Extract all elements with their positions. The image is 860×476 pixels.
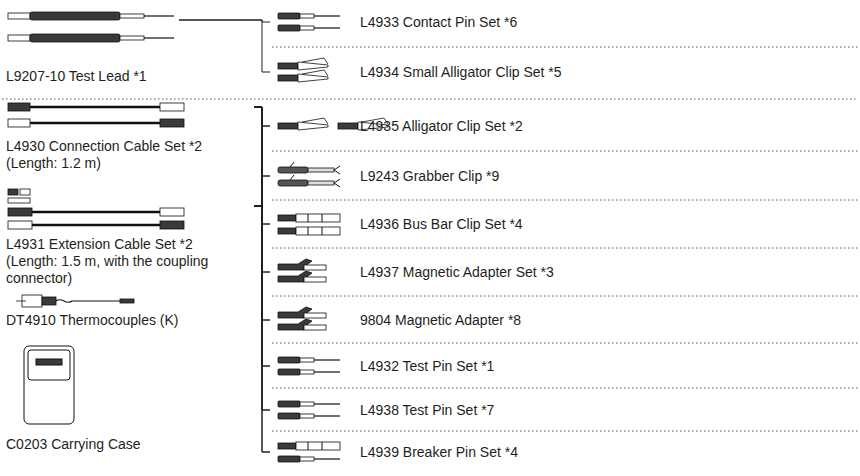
accessory-item: L4938 Test Pin Set *7 bbox=[270, 398, 498, 422]
item-label: L4931 Extension Cable Set *2 bbox=[6, 236, 250, 253]
test-pin bbox=[278, 369, 340, 375]
product-item: L4930 Connection Cable Set *2(Length: 1.… bbox=[4, 96, 254, 175]
item-label: L4930 Connection Cable Set *2 bbox=[6, 138, 250, 155]
breaker-pin bbox=[278, 442, 340, 450]
accessory-item: L4939 Breaker Pin Set *4 bbox=[270, 440, 522, 464]
breaker-pin bbox=[278, 456, 340, 462]
magnetic-adapter bbox=[278, 271, 326, 282]
bus-bar-clip bbox=[278, 227, 340, 235]
carrying-case bbox=[24, 346, 74, 424]
grabber-clip bbox=[278, 162, 340, 174]
test-lead bbox=[8, 34, 174, 42]
connector-line bbox=[254, 176, 270, 206]
product-item: L4931 Extension Cable Set *2(Length: 1.5… bbox=[4, 184, 254, 290]
accessory-item: L4936 Bus Bar Clip Set *4 bbox=[270, 212, 527, 236]
connector-line bbox=[179, 20, 270, 72]
accessory-item: L4932 Test Pin Set *1 bbox=[270, 354, 498, 378]
product-item: L9207-10 Test Lead *1 bbox=[4, 4, 179, 88]
connector-line bbox=[254, 206, 270, 452]
item-label: L4937 Magnetic Adapter Set *3 bbox=[360, 264, 554, 281]
item-label: L4934 Small Alligator Clip Set *5 bbox=[360, 64, 562, 81]
item-label: L4935 Alligator Clip Set *2 bbox=[360, 118, 523, 135]
contact-pin bbox=[278, 13, 340, 19]
test-pin bbox=[278, 413, 340, 419]
connection-cable bbox=[8, 103, 184, 127]
accessory-item: L4935 Alligator Clip Set *2 bbox=[270, 114, 527, 138]
accessory-item: L9243 Grabber Clip *9 bbox=[270, 164, 503, 188]
item-label: L4932 Test Pin Set *1 bbox=[360, 358, 494, 375]
extension-cable bbox=[8, 189, 184, 229]
accessory-item: L4934 Small Alligator Clip Set *5 bbox=[270, 60, 566, 84]
product-item: C0203 Carrying Case bbox=[4, 340, 224, 456]
item-label: (Length: 1.5 m, with the coupling connec… bbox=[6, 253, 250, 287]
contact-pin bbox=[278, 25, 340, 31]
magnetic-adapter bbox=[278, 307, 326, 318]
product-item: DT4910 Thermocouples (K) bbox=[4, 290, 224, 332]
alligator-clip bbox=[278, 118, 328, 130]
test-lead bbox=[8, 12, 174, 20]
item-label: C0203 Carrying Case bbox=[6, 436, 220, 453]
item-label: L4939 Breaker Pin Set *4 bbox=[360, 444, 518, 461]
thermocouple bbox=[16, 295, 134, 307]
item-label: DT4910 Thermocouples (K) bbox=[6, 312, 220, 329]
small-alligator-clip bbox=[278, 70, 328, 82]
item-label: L4933 Contact Pin Set *6 bbox=[360, 14, 517, 31]
test-pin bbox=[278, 401, 340, 407]
grabber-clip bbox=[278, 175, 340, 187]
small-alligator-clip bbox=[278, 58, 328, 70]
accessory-item: 9804 Magnetic Adapter *8 bbox=[270, 308, 525, 332]
connector-line bbox=[254, 107, 270, 452]
item-label: L9243 Grabber Clip *9 bbox=[360, 168, 499, 185]
test-pin bbox=[278, 357, 340, 363]
item-label: L4938 Test Pin Set *7 bbox=[360, 402, 494, 419]
item-label: (Length: 1.2 m) bbox=[6, 155, 250, 172]
magnetic-adapter bbox=[278, 259, 326, 270]
separator-lines bbox=[2, 47, 858, 431]
item-label: L4936 Bus Bar Clip Set *4 bbox=[360, 216, 523, 233]
accessory-item: L4937 Magnetic Adapter Set *3 bbox=[270, 260, 558, 284]
item-label: 9804 Magnetic Adapter *8 bbox=[360, 312, 521, 329]
magnetic-adapter bbox=[278, 319, 326, 330]
connector-line bbox=[254, 126, 270, 206]
bus-bar-clip bbox=[278, 214, 340, 222]
item-label: L9207-10 Test Lead *1 bbox=[6, 68, 175, 85]
accessory-item: L4933 Contact Pin Set *6 bbox=[270, 10, 521, 34]
